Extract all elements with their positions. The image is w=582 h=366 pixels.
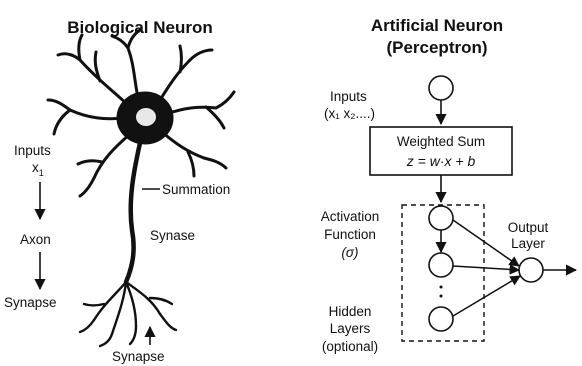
optional-label: (optional) xyxy=(322,339,378,354)
summation-label: Summation xyxy=(162,182,230,197)
perceptron-subtitle: (Perceptron) xyxy=(386,38,487,57)
hidden-node-3 xyxy=(429,307,453,331)
axon-label: Axon xyxy=(20,232,51,247)
inputs-vars: (x₁ x₂....) xyxy=(324,106,375,121)
weighted-sum-formula: z = w·x + b xyxy=(406,153,476,169)
inputs-label: Inputs xyxy=(14,143,51,158)
input-node xyxy=(429,76,453,100)
synapse-left-label: Synapse xyxy=(4,295,57,310)
sigma-label: (σ) xyxy=(341,245,358,260)
ellipsis-dot xyxy=(440,295,443,298)
activation-node xyxy=(429,206,453,230)
output-label: Output xyxy=(508,220,549,235)
nucleus xyxy=(136,108,156,126)
function-label: Function xyxy=(324,227,376,242)
hidden3-to-output-arrow xyxy=(453,276,520,316)
ellipsis-dot xyxy=(440,286,443,289)
layer-label: Layer xyxy=(511,236,545,251)
synapse-bottom-label: Synapse xyxy=(112,349,165,364)
output-node xyxy=(519,258,543,282)
hidden-to-output-arrow xyxy=(453,266,519,270)
weighted-sum-label: Weighted Sum xyxy=(397,134,485,149)
hidden-label: Hidden xyxy=(329,304,372,319)
axon-shaft xyxy=(126,143,140,282)
inputs-label-right: Inputs xyxy=(330,89,367,104)
artificial-neuron-title: Artificial Neuron xyxy=(371,16,503,35)
synase-label: Synase xyxy=(150,228,195,243)
inputs-var: x1 xyxy=(32,160,44,178)
layers-label: Layers xyxy=(330,321,371,336)
axon-terminals xyxy=(80,282,176,346)
biological-neuron-title: Biological Neuron xyxy=(67,18,212,37)
hidden-node-2 xyxy=(429,253,453,277)
activation-label: Activation xyxy=(321,209,380,224)
